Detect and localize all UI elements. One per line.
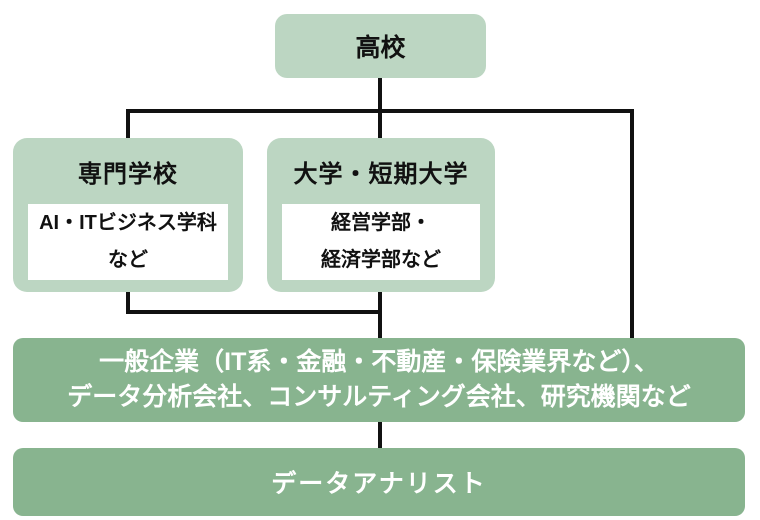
connector-merge-horizontal (126, 310, 382, 314)
node-data-analyst: データアナリスト (13, 448, 745, 516)
university-detail: 経営学部・ 経済学部など (282, 204, 480, 280)
university-title: 大学・短期大学 (293, 160, 469, 188)
vocational-school-detail: AI・ITビジネス学科 など (28, 204, 228, 280)
connector-branch-horizontal (126, 109, 634, 113)
connector-direct-employment (630, 109, 634, 338)
node-highschool: 高校 (275, 14, 486, 78)
node-university: 大学・短期大学 経営学部・ 経済学部など (267, 138, 495, 292)
node-employers: 一般企業（IT系・金融・不動産・保険業界など）、 データ分析会社、コンサルティン… (13, 338, 745, 422)
vocational-school-title: 専門学校 (78, 160, 178, 188)
connector-employers-to-analyst (378, 422, 382, 448)
node-vocational-school: 専門学校 AI・ITビジネス学科 など (13, 138, 243, 292)
